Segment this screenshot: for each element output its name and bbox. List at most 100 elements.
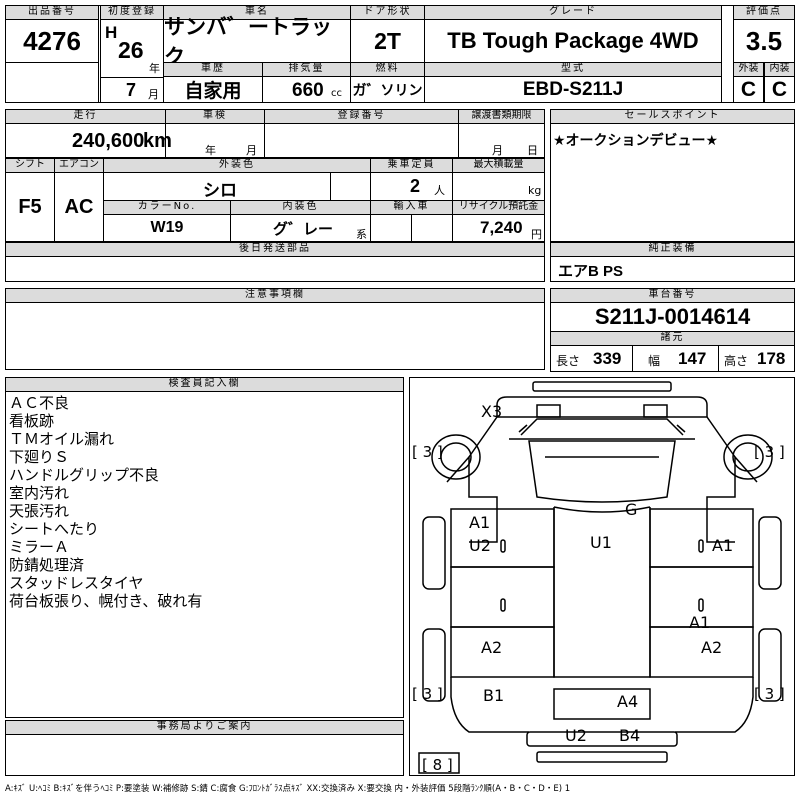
caution-cell xyxy=(5,302,545,370)
first-reg-label: 初度登録 xyxy=(100,5,164,20)
reg-year: 26 xyxy=(118,37,144,63)
note-line: シートへたり xyxy=(9,520,100,538)
tread-rear-left: [ 3 ] xyxy=(412,685,443,703)
mark-g: G xyxy=(625,500,637,519)
office-cell xyxy=(5,734,404,776)
equipment-cell xyxy=(550,256,795,282)
color-no: W19 xyxy=(103,214,231,242)
sales-point-cell xyxy=(550,123,795,242)
history-label: 車歴 xyxy=(163,62,263,77)
mark-x3: X3 xyxy=(481,402,502,421)
displacement: 660 xyxy=(292,80,324,101)
inspection-label: 車検 xyxy=(165,109,265,124)
mark-u1: U1 xyxy=(590,533,612,552)
interior-color: グ゛レー xyxy=(273,221,334,238)
sales-point-text: ★オークションデビュー★ xyxy=(553,133,719,149)
car-diagram: X3 G A1 U2 U1 A1 A1 A2 A2 B1 A4 U2 B4 [ … xyxy=(412,381,785,774)
grade-label: グレード xyxy=(424,5,722,20)
transfer-month-unit: 月 xyxy=(492,144,503,157)
reg-month-unit: 月 xyxy=(148,88,159,101)
shift-label: シフト xyxy=(5,158,55,173)
legend: A:ｷｽﾞ U:ﾍｺﾐ B:ｷｽﾞを伴うﾍｺﾐ P:要塗装 W:補修跡 S:錆 … xyxy=(5,784,571,794)
interior-color-label: 内装色 xyxy=(230,200,371,215)
tread-rear-right: [ 3 ] xyxy=(754,685,785,703)
mileage-unit: km xyxy=(143,130,172,152)
sales-point-label: セールスポイント xyxy=(550,109,795,124)
import-divider xyxy=(411,214,412,242)
mileage: 240,600 xyxy=(72,130,145,152)
inspector-cell xyxy=(5,391,404,718)
tread-spare: [ 8 ] xyxy=(422,756,453,774)
chassis-number: S211J-0014614 xyxy=(550,302,795,332)
shift: F5 xyxy=(5,172,55,242)
fuel-label: 燃料 xyxy=(350,62,425,77)
office-label: 事務局よりご案内 xyxy=(5,720,404,735)
lot-number: 4276 xyxy=(5,19,99,63)
insp-month-unit: 月 xyxy=(246,144,257,157)
mileage-label: 走行 xyxy=(5,109,166,124)
mark-u2-left: U2 xyxy=(469,536,491,555)
mark-a2-right: A2 xyxy=(701,638,722,657)
displacement-label: 排気量 xyxy=(262,62,351,77)
reg-year-unit: 年 xyxy=(149,62,160,75)
equipment-text: エアB PS xyxy=(558,263,624,280)
car-diagram-frame xyxy=(409,377,795,776)
color-divider xyxy=(330,172,331,201)
equipment-label: 純正装備 xyxy=(550,242,795,257)
reg-month: 7 xyxy=(126,80,137,100)
color-label: 外装色 xyxy=(103,158,371,173)
load-label: 最大積載量 xyxy=(452,158,545,173)
note-line: ＡＣ不良 xyxy=(9,394,70,412)
mark-u2-bottom: U2 xyxy=(565,726,587,745)
capacity-unit: 人 xyxy=(434,184,445,197)
fuel: ガ゛ソリン xyxy=(350,76,425,103)
note-line: 室内汚れ xyxy=(9,484,70,502)
dims-cell xyxy=(550,345,795,372)
door-type: 2T xyxy=(350,19,425,63)
note-line: 看板跡 xyxy=(9,412,55,430)
note-line: ＴＭオイル漏れ xyxy=(9,430,115,448)
history: 自家用 xyxy=(163,76,263,103)
recycle-unit: 円 xyxy=(531,228,542,241)
model: EBD-S211J xyxy=(424,76,722,103)
height-label: 高さ xyxy=(724,354,749,368)
note-line: 天張汚れ xyxy=(9,502,70,520)
load-unit: kg xyxy=(528,184,542,197)
note-line: 防錆処理済 xyxy=(9,556,85,574)
ac: AC xyxy=(54,172,104,242)
inspector-notes: ＡＣ不良 看板跡 ＴＭオイル漏れ 下廻りＳ ハンドルグリップ不良 室内汚れ 天張… xyxy=(9,394,399,610)
chassis-label: 車台番号 xyxy=(550,288,795,303)
color: シロ xyxy=(203,181,237,200)
model-label: 型式 xyxy=(424,62,722,77)
score-label: 評価点 xyxy=(733,5,795,20)
mark-a1-lower: A1 xyxy=(689,613,710,632)
insp-year-unit: 年 xyxy=(205,144,216,157)
mark-a2-left: A2 xyxy=(481,638,502,657)
caution-label: 注意事項欄 xyxy=(5,288,545,303)
score: 3.5 xyxy=(733,19,795,63)
lot-blank xyxy=(5,62,99,103)
door-label: ドア形状 xyxy=(350,5,425,20)
dims-divider-1 xyxy=(632,345,633,372)
dims-label: 諸元 xyxy=(550,331,795,346)
reg-no-cell xyxy=(264,123,459,158)
length-label: 長さ xyxy=(556,354,581,368)
int-label: 内装 xyxy=(764,62,795,77)
ext-label: 外装 xyxy=(733,62,764,77)
note-line: ミラーＡ xyxy=(9,538,70,556)
grade: TB Tough Package 4WD xyxy=(424,19,722,63)
recycle: 7,240 xyxy=(480,218,523,237)
later-parts-label: 後日発送部品 xyxy=(5,242,545,257)
car-name: サンバ゛ートラック xyxy=(163,16,351,69)
color-no-label: カラーNo. xyxy=(103,200,231,215)
era: H xyxy=(105,23,118,42)
height: 178 xyxy=(757,349,786,368)
transfer-label: 譲渡書類期限 xyxy=(458,109,545,124)
note-line: ハンドルグリップ不良 xyxy=(9,466,160,484)
tread-front-right: [ 3 ] xyxy=(754,443,785,461)
inspector-label: 検査員記入欄 xyxy=(5,377,404,392)
import-label: 輸入車 xyxy=(370,200,453,215)
displacement-unit: cc xyxy=(331,88,342,99)
note-line: スタッドレスタイヤ xyxy=(9,574,144,592)
mark-b4: B4 xyxy=(619,726,640,745)
